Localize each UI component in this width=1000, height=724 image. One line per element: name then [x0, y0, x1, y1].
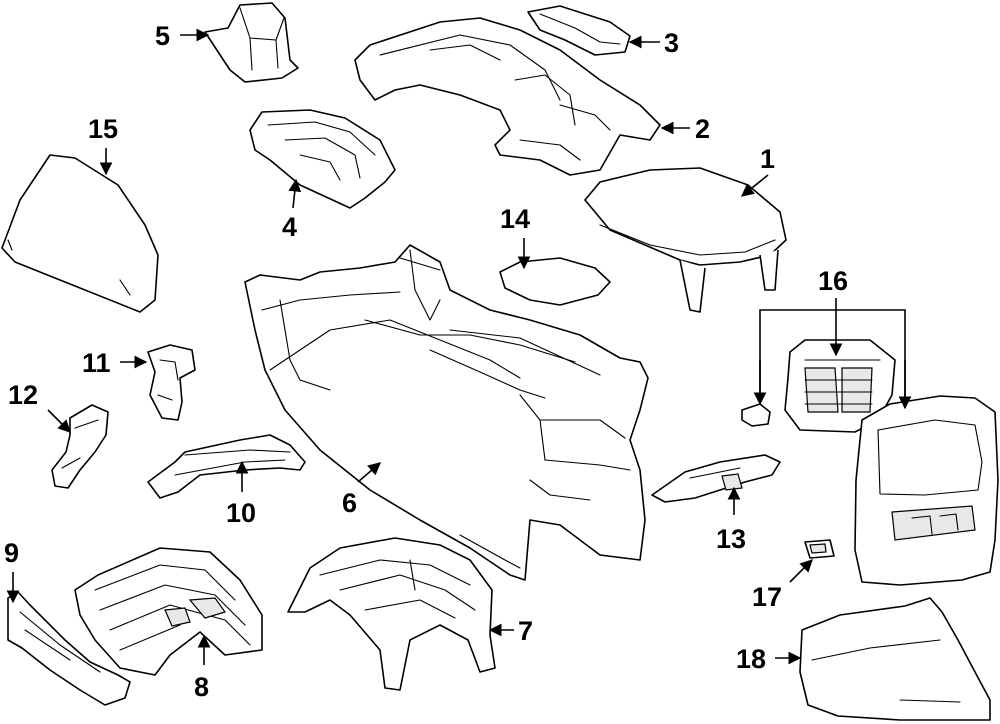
- leader-4: [288, 178, 302, 209]
- callout-1: 1: [760, 144, 775, 174]
- part-6-console-body: [244, 244, 649, 581]
- callout-7: 7: [518, 616, 533, 646]
- callout-16: 16: [818, 266, 848, 296]
- callout-17: 17: [752, 582, 782, 612]
- callout-14: 14: [500, 204, 530, 234]
- part-2-upper-frame: [354, 17, 661, 176]
- part-7-lower-bracket: [287, 537, 496, 691]
- part-9-side-bracket: [7, 591, 131, 706]
- part-17-switch: [804, 539, 835, 559]
- callout-8: 8: [194, 672, 209, 702]
- callout-3: 3: [664, 28, 679, 58]
- callout-15: 15: [88, 114, 118, 144]
- part-16-rear-panel: [854, 395, 999, 586]
- part-16-vent: [784, 339, 896, 433]
- leader-16-bracket: [759, 309, 906, 404]
- part-5-shift-boot: [204, 2, 299, 83]
- callout-12: 12: [8, 380, 38, 410]
- callout-6: 6: [342, 488, 357, 518]
- callout-2: 2: [695, 114, 710, 144]
- callout-13: 13: [716, 524, 746, 554]
- callout-18: 18: [736, 644, 766, 674]
- leader-6: [357, 462, 381, 483]
- part-11-bracket: [147, 344, 196, 421]
- callout-5: 5: [155, 21, 170, 51]
- part-12-bracket: [51, 404, 109, 489]
- leader-1: [741, 174, 769, 197]
- leader-lines: [6, 28, 912, 665]
- leader-17: [789, 559, 813, 583]
- part-14-mat: [499, 257, 611, 306]
- part-18-lower-trim: [799, 597, 991, 721]
- callout-numbers: 1 2 3 4 5 6 7 8 9 10 11 12 13 14 15 16 1…: [4, 21, 848, 702]
- callout-9: 9: [4, 538, 19, 568]
- part-15-side-panel: [1, 154, 159, 313]
- part-16-clip: [741, 403, 771, 427]
- callout-4: 4: [282, 212, 297, 242]
- callout-11: 11: [82, 348, 111, 378]
- part-10-bracket-bar: [147, 434, 306, 499]
- part-3-tray-mat: [527, 5, 631, 56]
- part-8-rail-frame: [74, 547, 263, 676]
- part-1-armrest-lid: [584, 167, 787, 313]
- part-13-trim: [651, 454, 781, 503]
- callout-10: 10: [226, 498, 256, 528]
- part-4-console-tray: [249, 109, 396, 209]
- leader-12: [47, 409, 71, 433]
